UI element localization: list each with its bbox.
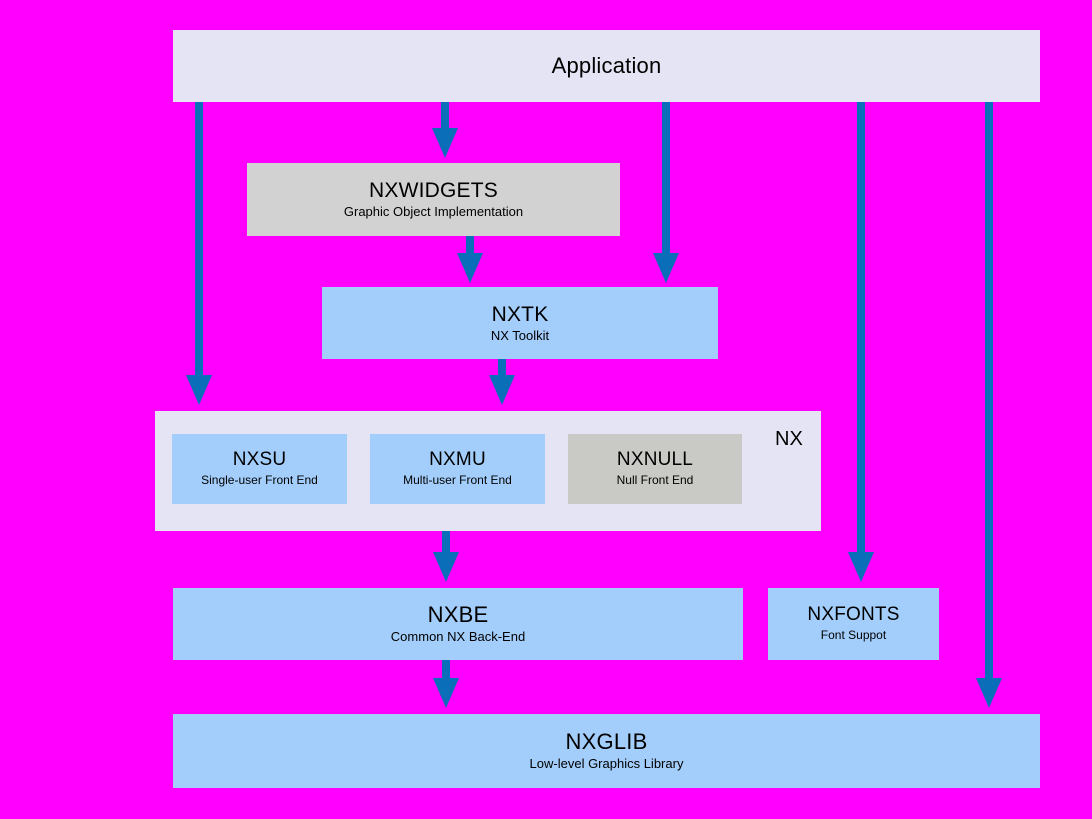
node-title-nxwidgets: NXWIDGETS — [369, 179, 498, 203]
arrow-application-to-nxtk — [653, 102, 679, 283]
node-nxfonts[interactable]: NXFONTS Font Suppot — [768, 588, 939, 660]
node-subtitle-nxbe: Common NX Back-End — [390, 629, 526, 645]
arrow-nx-to-nxbe — [433, 531, 459, 582]
node-subtitle-nxmu: Multi-user Front End — [403, 473, 512, 488]
arrow-application-to-nx — [186, 102, 212, 405]
node-title-nxbe: NXBE — [427, 602, 489, 628]
arrow-nxwidgets-to-nxtk — [457, 236, 483, 283]
node-subtitle-nxwidgets: Graphic Object Implementation — [343, 204, 524, 220]
node-title-nxsu: NXSU — [232, 449, 287, 471]
arrow-nxtk-to-nx — [489, 359, 515, 405]
node-title-nxfonts: NXFONTS — [807, 604, 900, 626]
node-subtitle-nxsu: Single-user Front End — [201, 473, 318, 488]
node-title-application: Application — [551, 52, 662, 78]
arrow-nxbe-to-nxglib — [433, 660, 459, 708]
node-subtitle-nxnull: Null Front End — [616, 473, 694, 488]
node-subtitle-nxglib: Low-level Graphics Library — [529, 756, 684, 772]
node-nxnull[interactable]: NXNULL Null Front End — [568, 434, 742, 504]
node-title-nxglib: NXGLIB — [565, 729, 648, 755]
node-subtitle-nxfonts: Font Suppot — [820, 628, 887, 643]
arrow-application-to-nxfonts — [848, 102, 874, 582]
node-subtitle-nxtk: NX Toolkit — [490, 327, 550, 343]
node-application[interactable]: Application — [173, 30, 1040, 102]
node-title-nxtk: NXTK — [491, 302, 549, 326]
node-nxmu[interactable]: NXMU Multi-user Front End — [370, 434, 545, 504]
node-title-nxmu: NXMU — [429, 449, 486, 471]
node-nxsu[interactable]: NXSU Single-user Front End — [172, 434, 347, 504]
node-title-nxnull: NXNULL — [616, 449, 694, 471]
arrow-application-to-nxglib — [976, 102, 1002, 708]
arrow-application-to-nxwidgets — [432, 102, 458, 158]
nx-group-label: NX — [775, 428, 803, 450]
